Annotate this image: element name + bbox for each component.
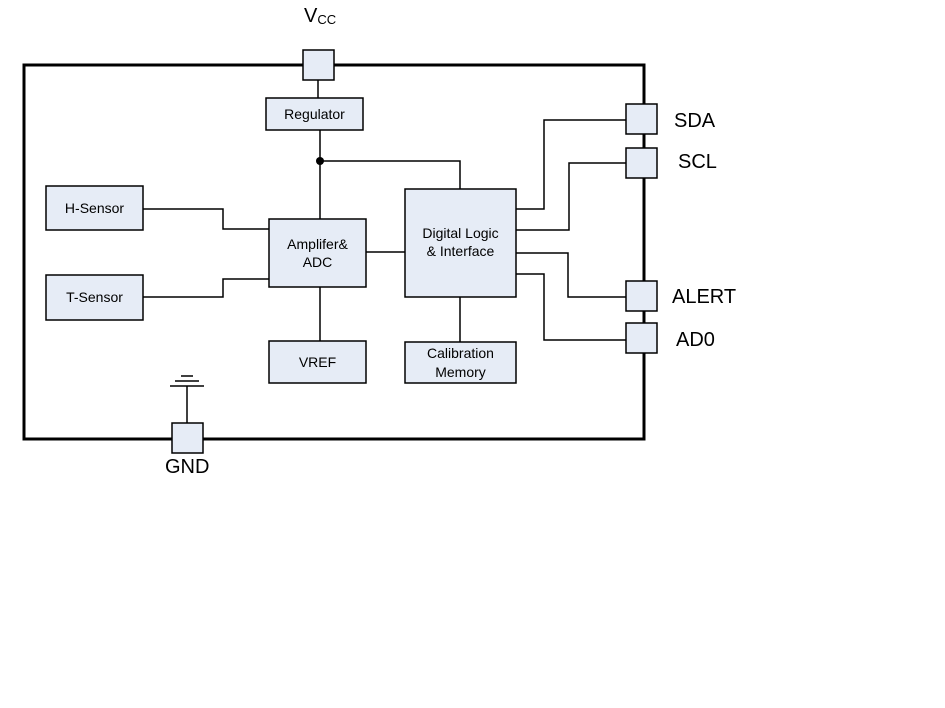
- h-sensor-label: H-Sensor: [65, 200, 124, 216]
- calibration-label-line1: Calibration: [427, 345, 494, 361]
- alert-label: ALERT: [672, 286, 736, 308]
- scl-pin: [625, 147, 658, 179]
- h-sensor-block: H-Sensor: [45, 185, 144, 231]
- ground-symbol-icon: [170, 375, 204, 387]
- calibration-memory-block: Calibration Memory: [404, 341, 517, 384]
- sda-pin: [625, 103, 658, 135]
- digital-logic-label-line2: & Interface: [427, 243, 495, 259]
- ad0-label: AD0: [676, 329, 715, 351]
- vref-label: VREF: [299, 354, 336, 370]
- vref-block: VREF: [268, 340, 367, 384]
- amplifier-label-line2: ADC: [303, 254, 333, 270]
- gnd-label: GND: [165, 456, 209, 478]
- junction-dot: [316, 157, 324, 165]
- gnd-pin: [171, 422, 204, 454]
- digital-logic-block: Digital Logic & Interface: [404, 188, 517, 298]
- wires: [143, 80, 626, 423]
- t-sensor-label: T-Sensor: [66, 289, 123, 305]
- vcc-label: VCC: [304, 5, 336, 27]
- vcc-label-main: V: [304, 5, 318, 27]
- alert-pin: [625, 280, 658, 312]
- vcc-pin: [302, 49, 335, 81]
- vcc-label-sub: CC: [317, 12, 336, 27]
- amplifier-label-line1: Amplifer&: [287, 236, 348, 252]
- amplifier-adc-block: Amplifer& ADC: [268, 218, 367, 288]
- t-sensor-block: T-Sensor: [45, 274, 144, 321]
- regulator-block: Regulator: [265, 97, 364, 131]
- calibration-label-line2: Memory: [435, 364, 486, 380]
- ad0-pin: [625, 322, 658, 354]
- digital-logic-label-line1: Digital Logic: [422, 225, 498, 241]
- sda-label: SDA: [674, 110, 716, 132]
- scl-label: SCL: [678, 151, 717, 173]
- regulator-label: Regulator: [284, 106, 345, 122]
